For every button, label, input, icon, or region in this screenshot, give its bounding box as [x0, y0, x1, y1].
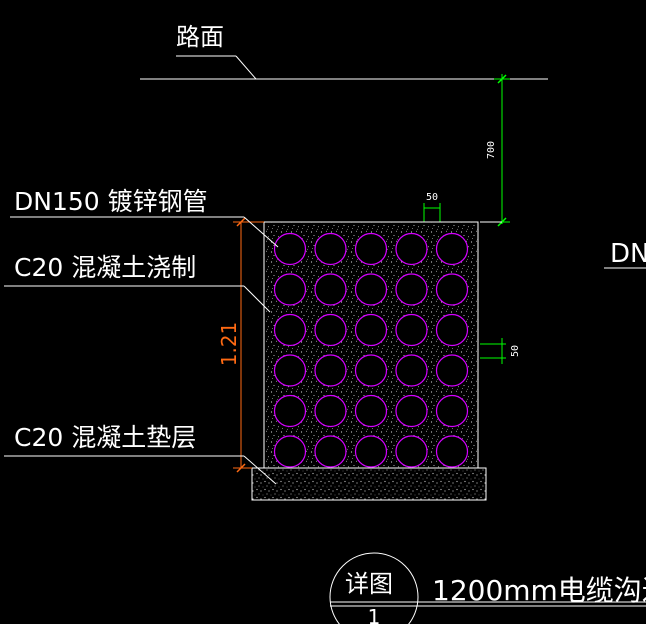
pipe-circle [354, 354, 388, 387]
road-surface-label: 路面 [176, 23, 224, 51]
pipe-circle [273, 435, 307, 468]
pipe-circle [354, 435, 388, 468]
pipe-circle [395, 394, 428, 428]
height-dimension: 1.21 [217, 217, 264, 473]
pipe-label: DN150 镀锌钢管 [14, 187, 208, 216]
pipe-circle [435, 435, 469, 468]
concrete-cushion-label: C20 混凝土垫层 [14, 423, 196, 452]
pipe-circle [314, 394, 347, 428]
pipe-circle [314, 273, 347, 306]
pipe-circle [273, 394, 307, 428]
pipe-circle [314, 232, 347, 266]
pipe-circle [435, 394, 469, 428]
pipe-circle [395, 273, 428, 306]
top-offset-dimension: 50 [423, 192, 441, 222]
pipe-circle [435, 232, 469, 266]
pipe-circle [395, 435, 428, 468]
pipe-circle [354, 273, 388, 306]
concrete-cushion-layer [251, 467, 487, 501]
depth-dimension-text: 700 [486, 141, 497, 159]
pipe-circle [395, 313, 428, 347]
pipe-label-leader-diagonal [243, 216, 279, 248]
side-offset-text: 50 [510, 345, 521, 357]
concrete-cast-leader-diagonal [243, 285, 271, 313]
pipe-circle [273, 273, 307, 306]
pipe-circle [395, 232, 428, 266]
detail-label: 详图 [345, 570, 393, 598]
top-offset-text: 50 [426, 192, 438, 203]
detail-caption: 1200mm电缆沟过路 [432, 574, 646, 607]
pipe-circle [273, 313, 307, 347]
pipe-circle [314, 435, 347, 468]
pipe-circle [435, 273, 469, 306]
pipe-circle [273, 232, 307, 266]
concrete-cast-label: C20 混凝土浇制 [14, 253, 196, 282]
pipe-circle [314, 313, 347, 347]
pipe-circle [354, 394, 388, 428]
pipe-circle [273, 354, 307, 387]
pipe-circle [435, 354, 469, 387]
pipe-grid [273, 232, 469, 468]
pipe-circle [435, 313, 469, 347]
pipe-circle [354, 313, 388, 347]
detail-number: 1 [368, 605, 381, 624]
right-cutoff-label: DN [610, 239, 646, 269]
detail-bubble: 详图 1 [329, 552, 646, 624]
pipe-circle [395, 354, 428, 387]
road-label-leader-diagonal [235, 55, 257, 80]
depth-dimension: 700 [480, 74, 510, 227]
concrete-cushion-leader-diagonal [243, 455, 277, 485]
side-offset-dimension: 50 [480, 338, 521, 364]
pipe-circle [314, 354, 347, 387]
height-dimension-text: 1.21 [217, 322, 241, 367]
pipe-circle [354, 232, 388, 266]
